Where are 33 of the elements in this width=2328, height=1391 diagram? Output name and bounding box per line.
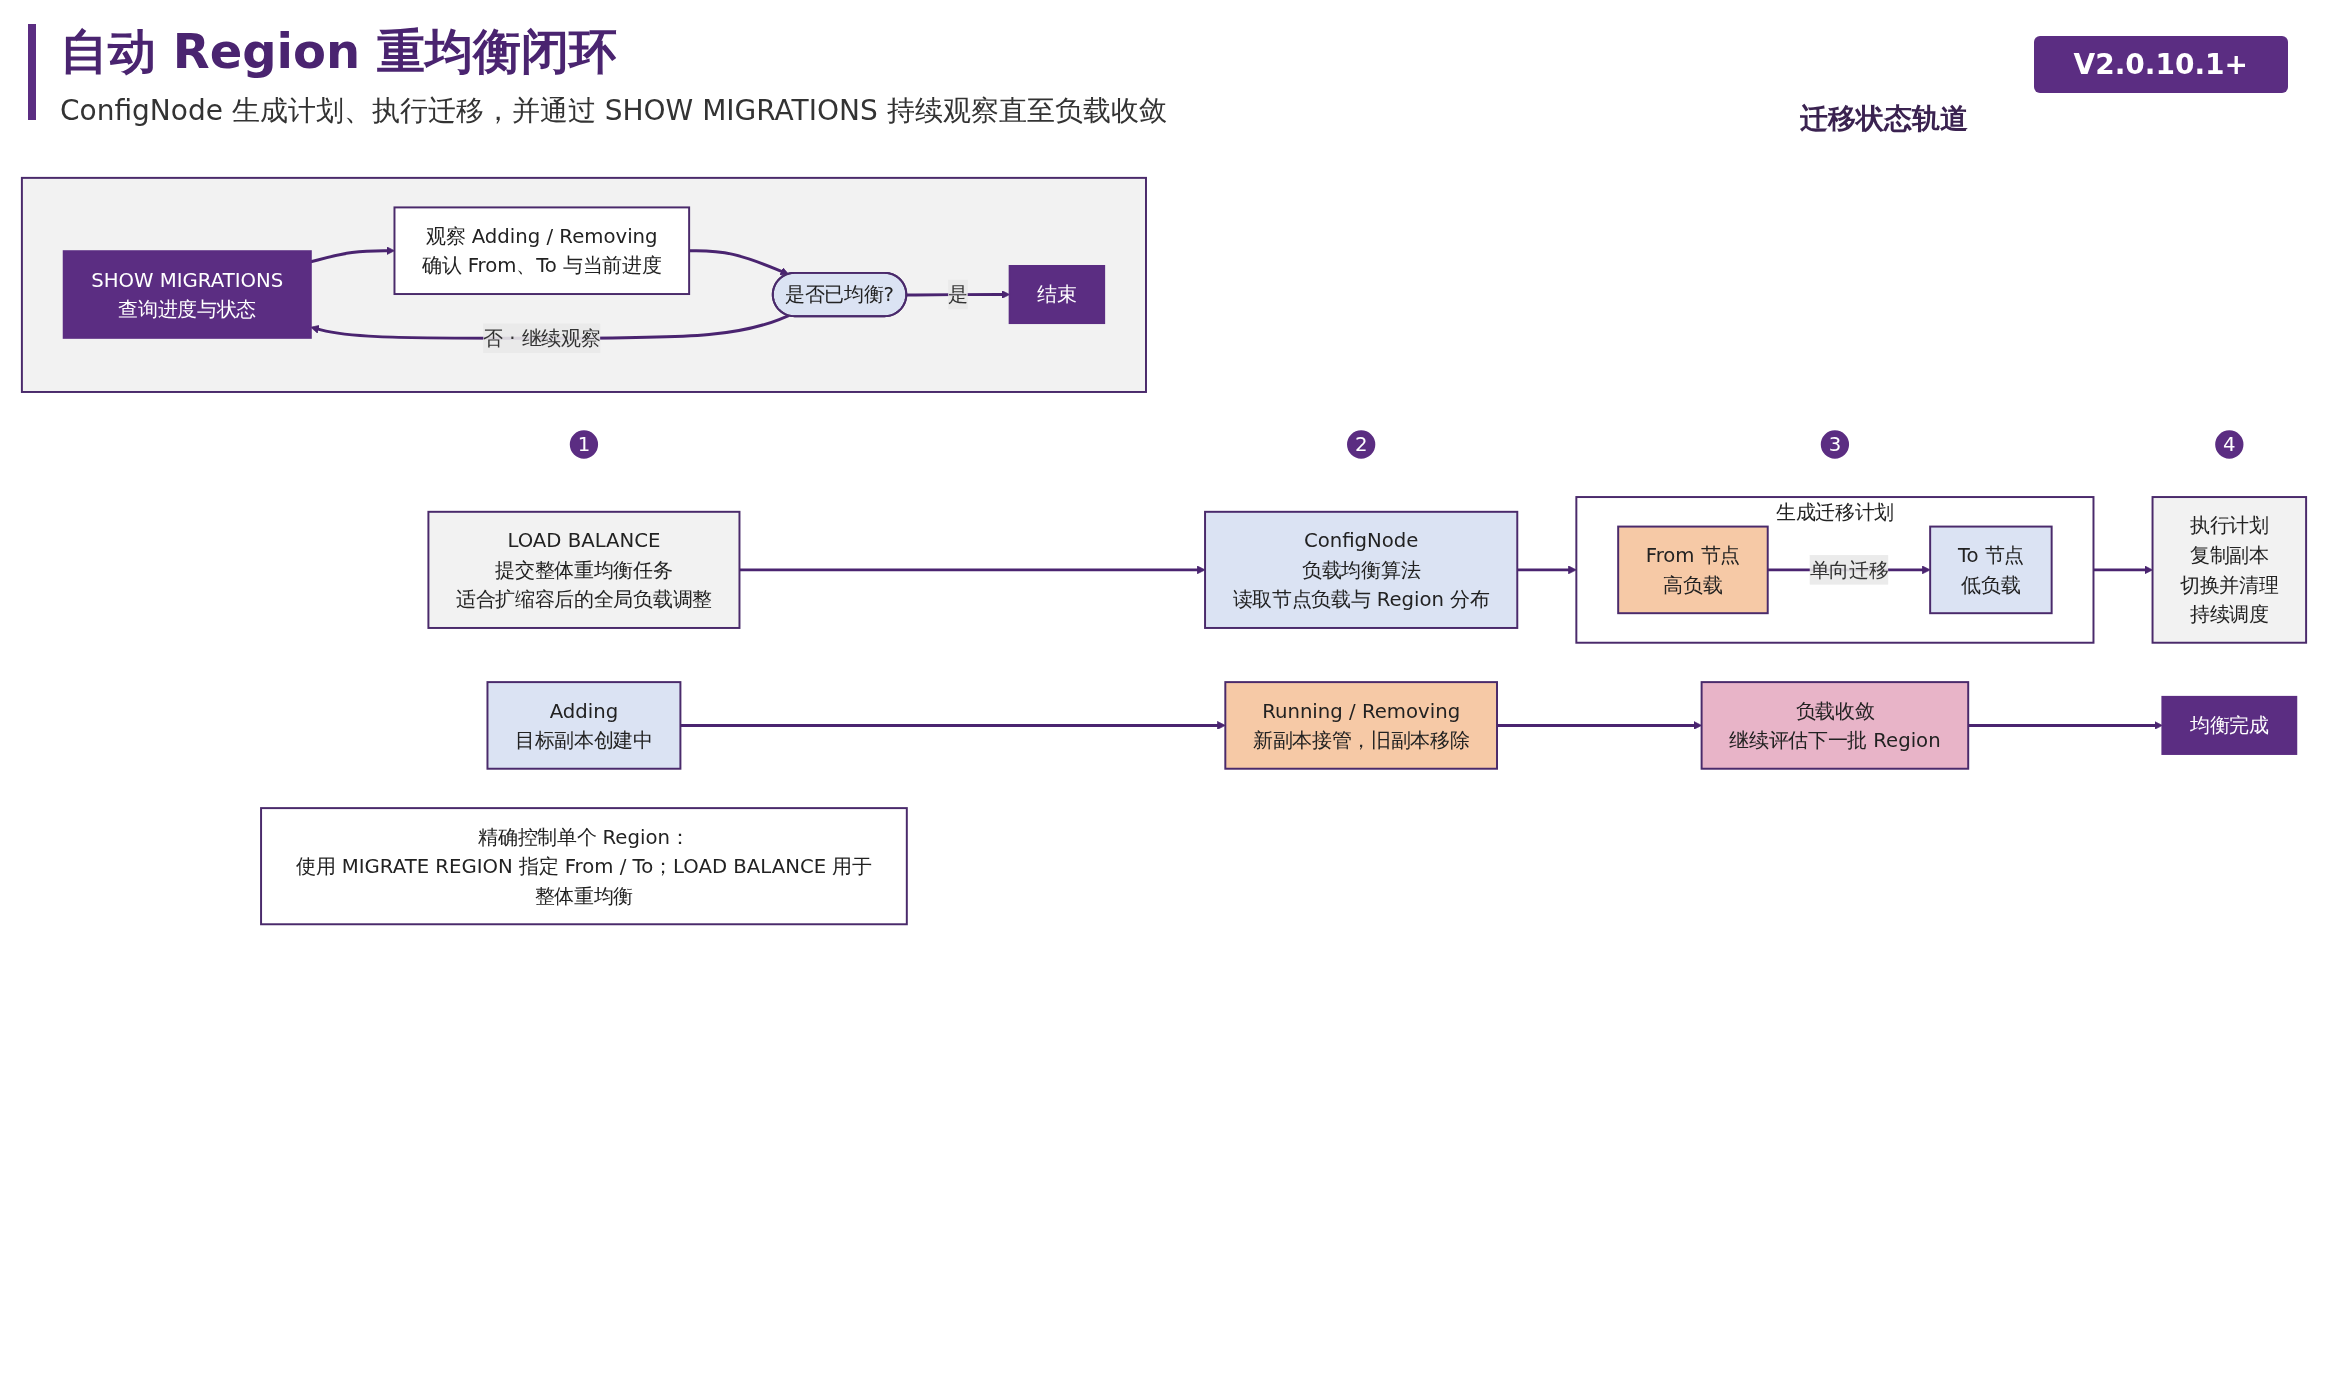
node-circle: 2	[1347, 430, 1376, 459]
node-box: 结束	[1008, 265, 1106, 325]
edge-label: 单向迁移	[1809, 558, 1889, 582]
node-circle: 1	[569, 430, 599, 459]
node-circle: 3	[1820, 430, 1850, 459]
node-box: 负载收敛 继续评估下一批 Region	[1700, 681, 1970, 770]
arrow	[680, 721, 1226, 730]
section-heading: 迁移状态轨道	[1800, 101, 1968, 137]
edge-label: 是	[948, 282, 968, 307]
node-box: Adding 目标副本创建中	[486, 681, 682, 770]
arrow	[739, 565, 1206, 575]
node-box: From 节点 高负载	[1617, 525, 1769, 615]
arrow	[1968, 721, 2163, 730]
arrow	[689, 249, 790, 276]
node-box: SHOW MIGRATIONS 查询进度与状态	[62, 250, 312, 339]
node-circle: 4	[2215, 430, 2244, 459]
node-box: 观察 Adding / Removing 确认 From、To 与当前进度	[393, 206, 691, 295]
node-box: ConfigNode 负载均衡算法 读取节点负载与 Region 分布	[1204, 510, 1519, 629]
edge-label: 否 · 继续观察	[483, 326, 601, 351]
node-box: 执行计划 复制副本 切换并清理 持续调度	[2151, 496, 2308, 644]
node-box: Running / Removing 新副本接管，旧副本移除	[1224, 681, 1498, 770]
node-box: To 节点 低负载	[1929, 525, 2053, 615]
arrow	[310, 246, 395, 264]
node-box: 均衡完成	[2161, 695, 2298, 755]
subtitle: ConfigNode 生成计划、执行迁移，并通过 SHOW MIGRATIONS 持续观察直至负载收敛	[60, 93, 1167, 129]
cluster	[20, 176, 1147, 393]
node-box: LOAD BALANCE 提交整体重均衡任务 适合扩缩容后的全局负载调整	[427, 510, 741, 629]
arrow	[1497, 721, 1702, 730]
arrow	[2093, 565, 2153, 575]
arrow	[1517, 565, 1577, 575]
title: 自动 Region 重均衡闭环	[60, 22, 617, 81]
node-box: 精确控制单个 Region： 使用 MIGRATE REGION 指定 From / To；LOAD BALANCE 用于整体重均衡	[260, 807, 908, 926]
version-badge: V2.0.10.1+	[2033, 36, 2288, 93]
